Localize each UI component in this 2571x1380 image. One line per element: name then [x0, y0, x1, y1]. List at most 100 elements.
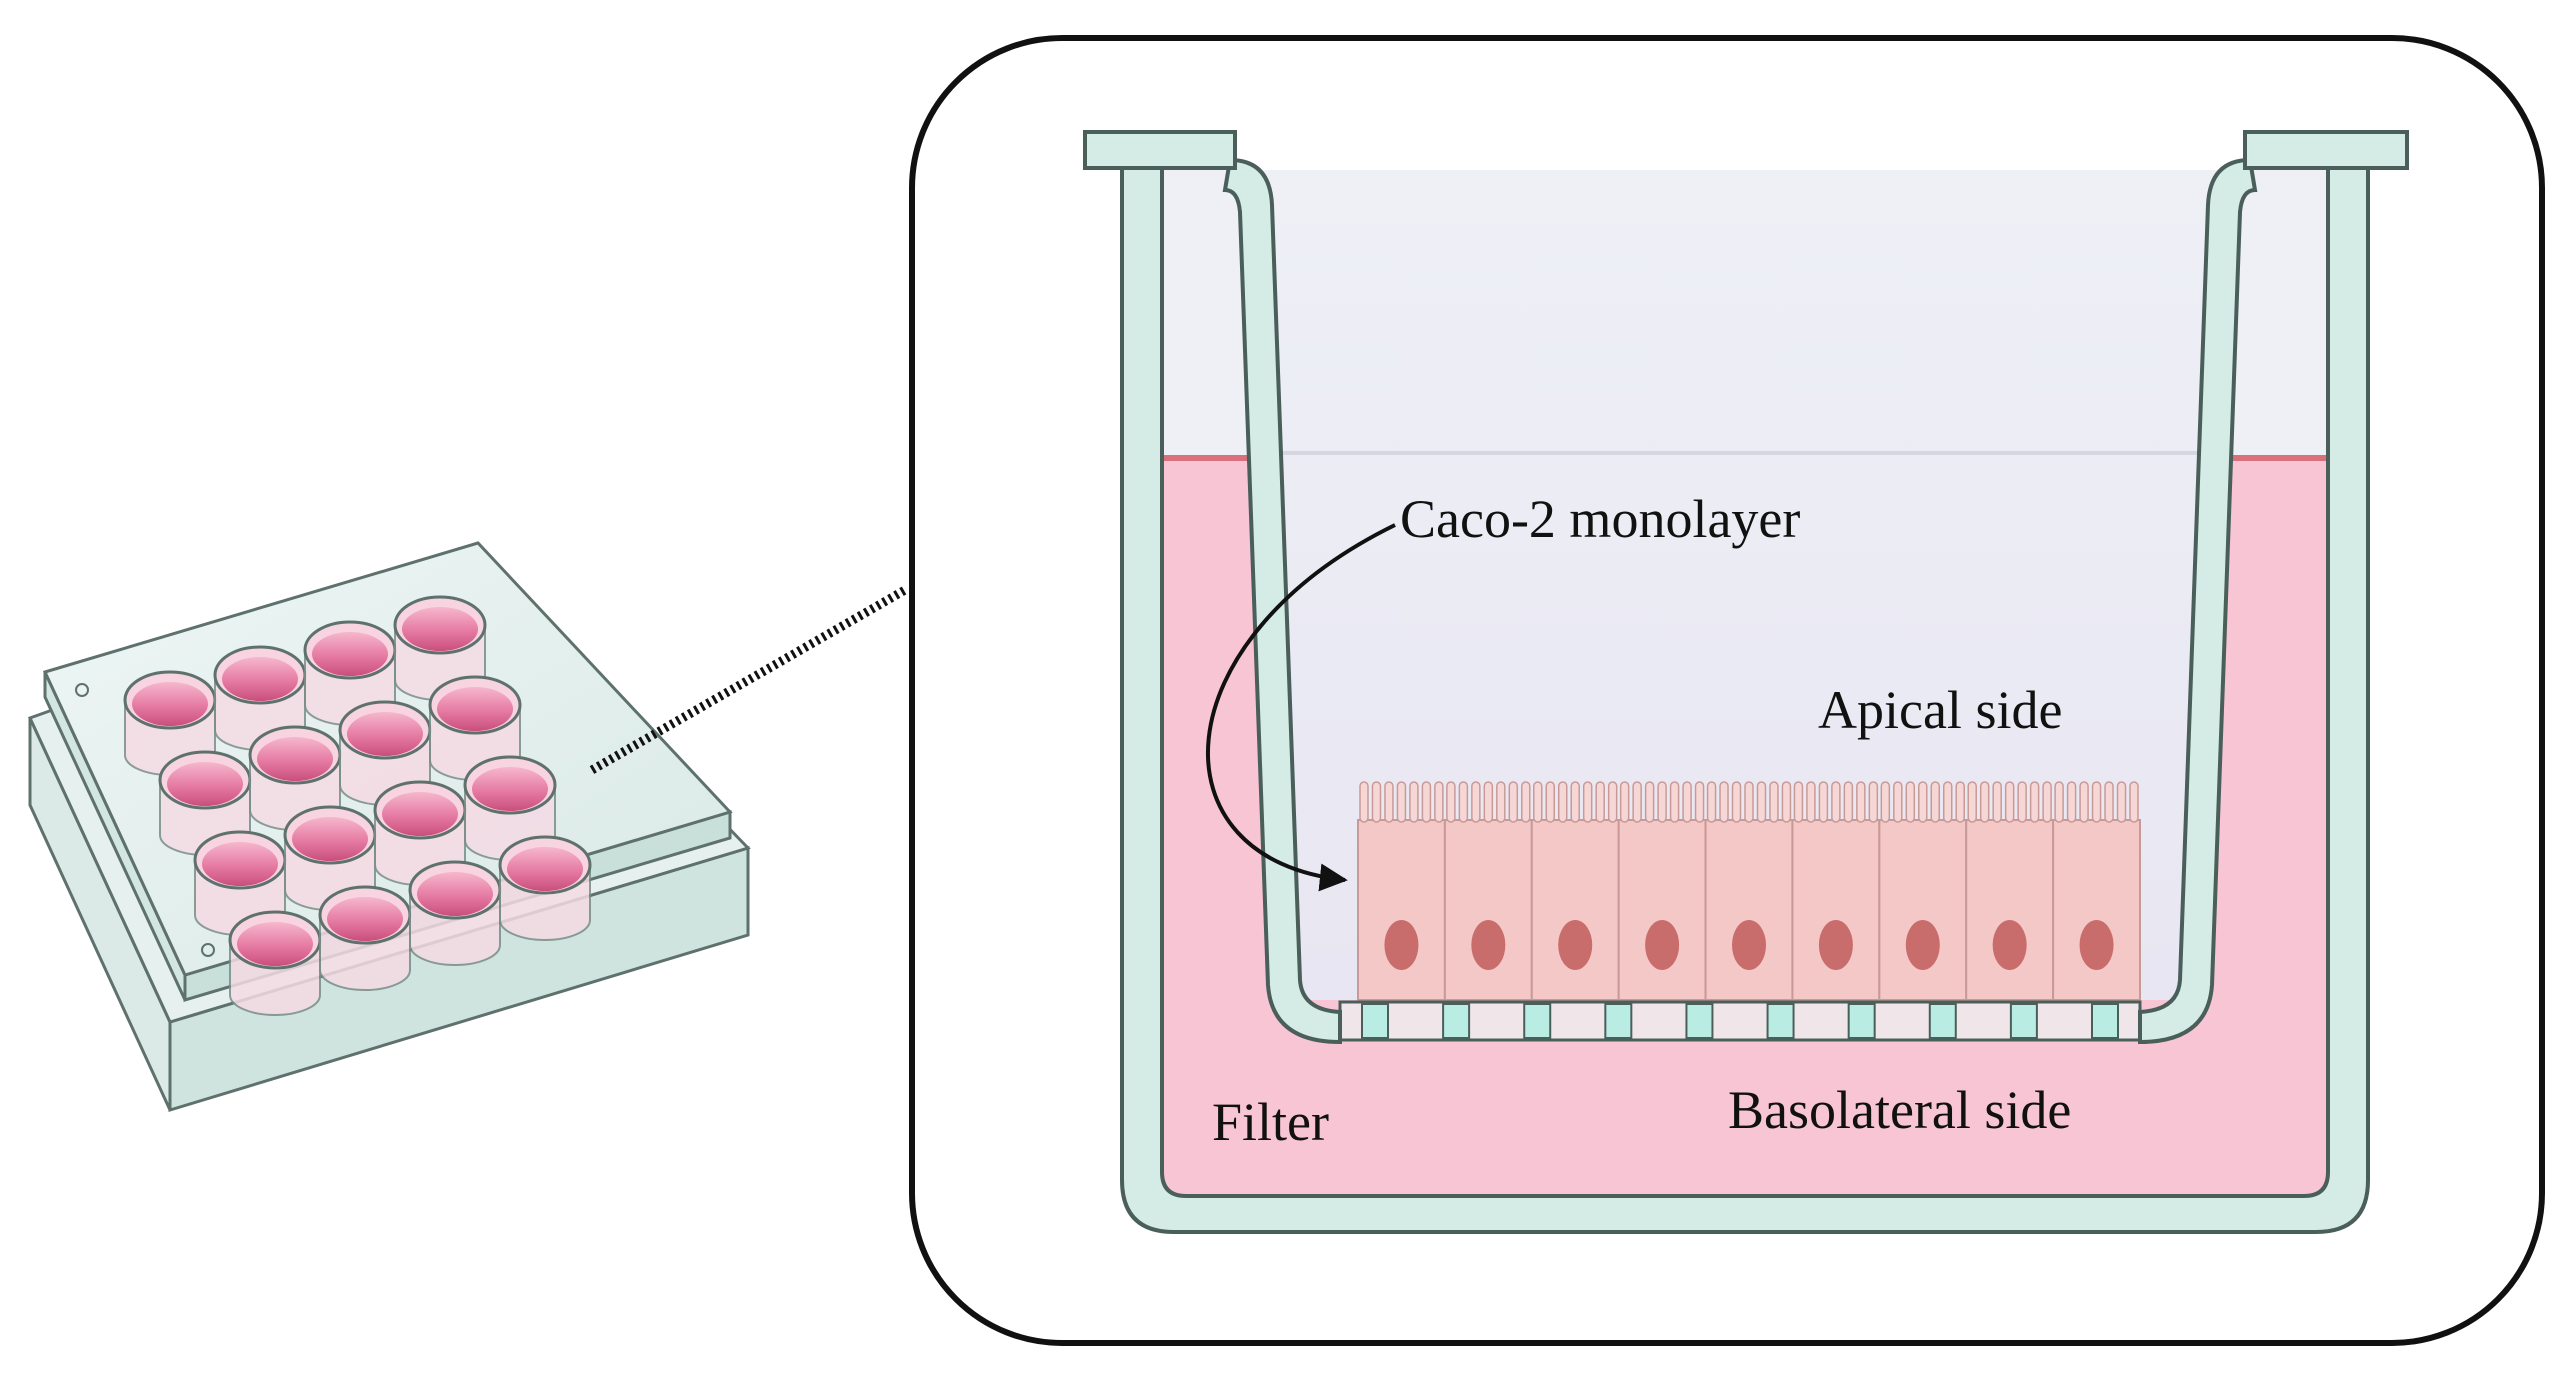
- microvillus: [1483, 781, 1494, 823]
- microvillus: [1570, 781, 1580, 823]
- microvillus: [1831, 781, 1841, 823]
- microvillus: [1880, 781, 1891, 823]
- label-basolateral-side: Basolateral side: [1728, 1080, 2071, 1140]
- filter-pore: [1442, 1003, 1471, 1039]
- label-apical-side: Apical side: [1818, 680, 2062, 740]
- microvillus: [2054, 781, 2064, 823]
- microvillus: [1744, 781, 1754, 823]
- microvillus: [1793, 781, 1804, 823]
- microvillus: [1359, 781, 1369, 823]
- microvillus: [1421, 781, 1432, 823]
- microvillus: [1967, 781, 1977, 823]
- well-medium: [292, 817, 368, 861]
- microvillus: [1769, 781, 1779, 823]
- well-medium: [472, 767, 548, 811]
- microvillus: [1557, 781, 1568, 823]
- microvillus: [1905, 781, 1916, 823]
- plate-well: [408, 860, 502, 966]
- cell-nucleus: [1818, 920, 1853, 970]
- microvillus: [1843, 781, 1854, 823]
- label-filter: Filter: [1212, 1092, 1329, 1152]
- microvillus: [1545, 781, 1556, 823]
- microvillus: [1942, 781, 1953, 823]
- caco2-cell: [1878, 781, 1968, 1001]
- plate-well: [373, 780, 467, 886]
- caco2-cell: [1530, 781, 1620, 1001]
- insert-wall-right: [2138, 157, 2258, 1045]
- filter-pore: [2091, 1003, 2119, 1039]
- cell-body: [1530, 819, 1620, 1001]
- cell-body: [1617, 819, 1707, 1001]
- filter-pore: [1523, 1003, 1552, 1039]
- well-plate: [27, 541, 751, 1113]
- filter-pore: [1604, 1003, 1633, 1039]
- microvillus: [2042, 781, 2052, 823]
- cell-body: [1443, 819, 1533, 1001]
- microvillus: [1582, 781, 1593, 823]
- microvillus: [1806, 781, 1816, 823]
- cell-body: [1878, 819, 1968, 1001]
- microvillus: [1669, 781, 1680, 823]
- well-medium: [132, 682, 208, 726]
- microvillus: [1992, 781, 2002, 823]
- filter-pore: [1766, 1003, 1795, 1039]
- caco2-cell: [1791, 781, 1881, 1001]
- label-caco2-monolayer: Caco-2 monolayer: [1400, 489, 1800, 549]
- microvillus: [1384, 781, 1394, 823]
- cell-body: [1704, 819, 1794, 1001]
- well-medium: [402, 607, 478, 651]
- caco2-cell: [1443, 781, 1533, 1001]
- microvillus: [2017, 781, 2027, 823]
- caco2-cell: [1965, 781, 2055, 1001]
- microvillus: [1979, 781, 1990, 823]
- microvillus: [1818, 781, 1829, 823]
- cell-body: [1791, 819, 1881, 1001]
- outer-well-wall: [1120, 166, 2370, 1234]
- filter-pore: [2009, 1003, 2038, 1039]
- microvillus: [1719, 781, 1729, 823]
- microvillus: [1496, 781, 1506, 823]
- filter-pore: [1685, 1003, 1714, 1039]
- microvillus: [1409, 781, 1419, 823]
- microvillus: [1930, 781, 1941, 823]
- plate-well: [193, 830, 287, 936]
- cell-nucleus: [1384, 920, 1419, 970]
- microvillus: [1694, 781, 1705, 823]
- microvillus: [1508, 781, 1519, 823]
- microvillus: [2091, 781, 2102, 823]
- microvillus: [2029, 781, 2040, 823]
- filter-pore: [1847, 1003, 1876, 1039]
- well-medium: [417, 872, 493, 916]
- microvillus: [1371, 781, 1382, 823]
- microvillus: [1458, 781, 1469, 823]
- microvillus: [1781, 781, 1792, 823]
- cell-nucleus: [2079, 920, 2114, 970]
- monolayer-arrow: [1206, 523, 1396, 892]
- caco2-cell: [1704, 781, 1794, 1001]
- well-medium: [312, 632, 388, 676]
- plate-well: [318, 885, 412, 991]
- filter-pore: [1361, 1003, 1389, 1039]
- microvillus: [1682, 781, 1692, 823]
- microvillus: [1955, 781, 1965, 823]
- microvillus: [1644, 781, 1655, 823]
- caco2-cell: [1357, 781, 1446, 1001]
- transwell-insert: [1083, 130, 2409, 1045]
- microvillus: [2104, 781, 2114, 823]
- well-medium: [257, 737, 333, 781]
- cell-body: [2052, 819, 2141, 1001]
- well-medium: [437, 687, 513, 731]
- caco2-cell: [1617, 781, 1707, 1001]
- cell-nucleus: [1732, 920, 1766, 970]
- microvillus: [1446, 781, 1456, 823]
- microvillus: [1434, 781, 1444, 823]
- microvillus: [2129, 781, 2139, 823]
- plate-wells: [123, 595, 592, 1016]
- microvillus: [1521, 781, 1531, 823]
- microvillus: [2079, 781, 2089, 823]
- microvillus: [1619, 781, 1630, 823]
- cell-nucleus: [1905, 920, 1940, 970]
- microvillus: [1471, 781, 1481, 823]
- plate-well: [228, 910, 322, 1016]
